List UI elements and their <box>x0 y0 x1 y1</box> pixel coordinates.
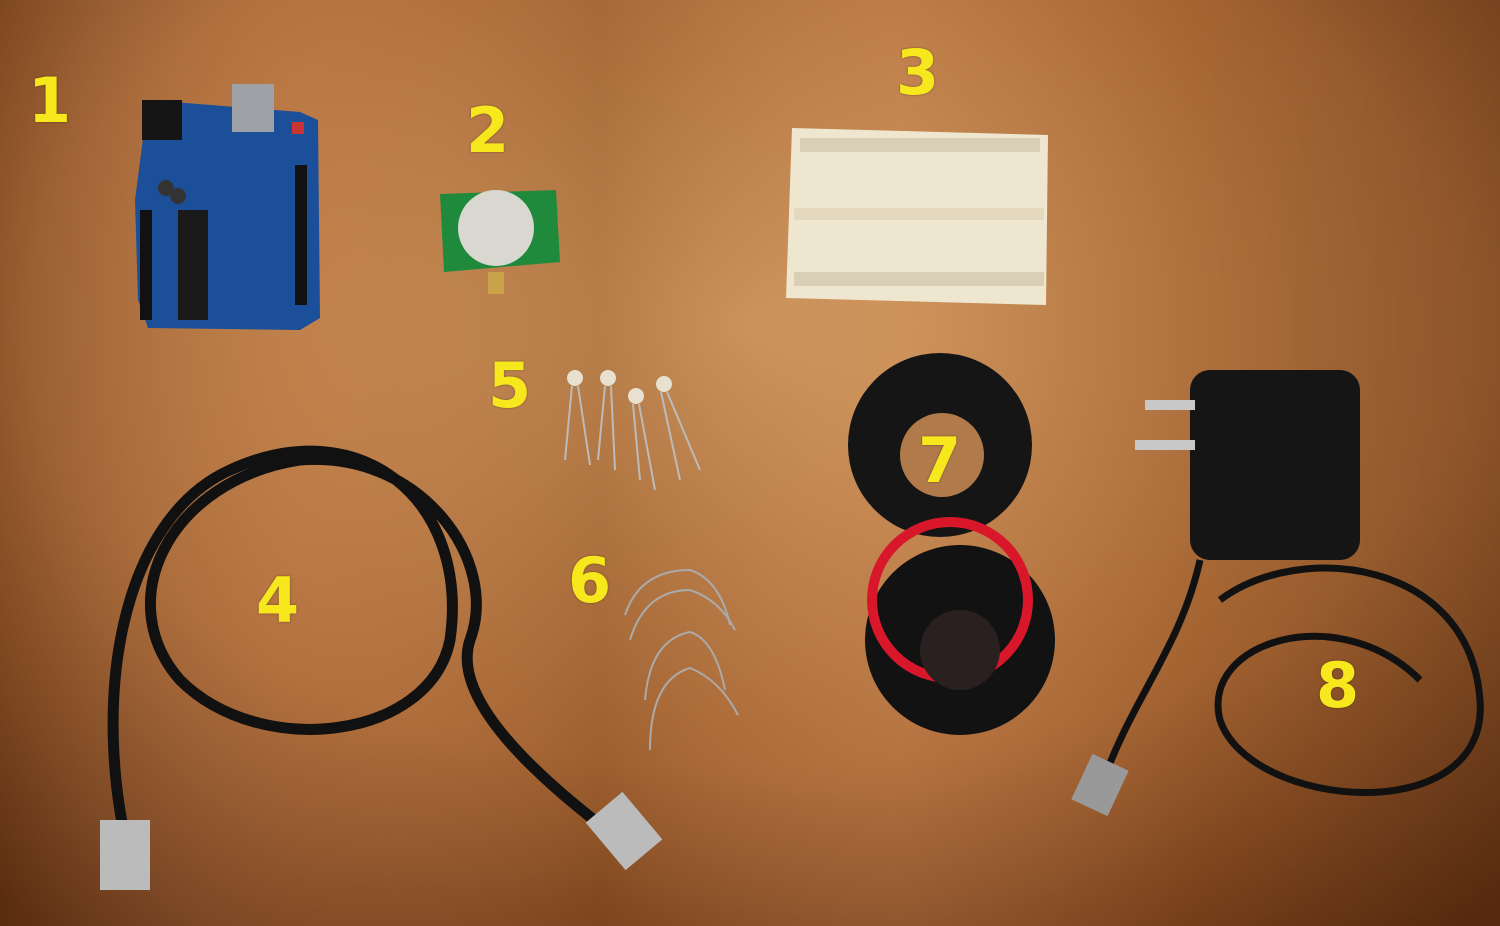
item-label-2: 2 <box>466 94 510 167</box>
leds <box>564 370 701 491</box>
item-label-5: 5 <box>488 349 532 422</box>
wire-spools <box>848 353 1055 735</box>
resistors <box>624 568 739 751</box>
item-label-7: 7 <box>918 424 962 497</box>
pir-motion-sensor <box>440 190 560 294</box>
arduino-uno-board <box>135 84 320 330</box>
power-adapter <box>1071 370 1484 817</box>
item-label-4: 4 <box>256 564 300 637</box>
item-label-8: 8 <box>1316 649 1360 722</box>
item-label-3: 3 <box>896 36 940 109</box>
item-label-6: 6 <box>568 544 612 617</box>
item-label-1: 1 <box>28 64 72 137</box>
usb-cable <box>100 445 663 890</box>
breadboard <box>786 128 1048 305</box>
